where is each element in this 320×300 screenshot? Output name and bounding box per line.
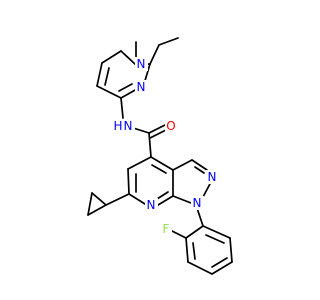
bond (187, 261, 213, 275)
bond (101, 50, 122, 64)
atom-label: N (208, 170, 217, 184)
bond (192, 242, 196, 260)
bond (150, 156, 174, 171)
bond (157, 195, 174, 206)
atom-f: F (160, 222, 172, 236)
bond (120, 88, 138, 99)
bond (104, 67, 110, 86)
bond (229, 237, 233, 263)
atom-label: F (163, 222, 170, 236)
bond (96, 62, 103, 87)
atom-label: O (166, 119, 175, 133)
bond (120, 50, 137, 66)
atom-n-pyrazole-2: N (135, 80, 148, 94)
bond (172, 195, 192, 204)
bond (128, 193, 146, 205)
bond (148, 132, 152, 158)
bond (127, 168, 130, 195)
atom-o-carbonyl: O (165, 119, 178, 133)
bond (185, 225, 204, 239)
bond (202, 181, 212, 198)
bond (185, 237, 189, 263)
atom-label: N (137, 80, 146, 94)
bond (171, 230, 187, 239)
bond (211, 261, 233, 275)
atom-label: N (124, 119, 133, 133)
bond (211, 257, 228, 268)
bond (148, 123, 168, 134)
bond (91, 192, 107, 206)
atom-nh-amide: H N (111, 119, 135, 133)
atom-label: N (137, 57, 146, 71)
bond (127, 156, 152, 170)
atom-n-pyrazole-1: N (135, 57, 148, 71)
bond (196, 207, 204, 227)
atom-label: N (147, 198, 156, 212)
atom-label: N (193, 196, 202, 210)
bond (194, 166, 205, 174)
atom-label: H (113, 119, 122, 133)
bonds-layer (87, 37, 233, 275)
bond (149, 44, 160, 65)
bond (172, 159, 193, 171)
bond (87, 204, 107, 216)
bond (202, 225, 231, 239)
atom-labels-layer: N N H N O N N N F (111, 57, 219, 236)
bond (151, 164, 167, 174)
bond (120, 97, 124, 119)
bond (158, 37, 179, 46)
bond (105, 193, 130, 206)
atom-n-pyridine: N (145, 198, 158, 212)
atom-n-pyrazolo-1: N (191, 196, 204, 210)
bond (205, 234, 225, 244)
bond (191, 159, 208, 171)
bond (87, 192, 93, 216)
bond (156, 191, 169, 200)
molecule-structure: N N H N O N N N F (87, 37, 233, 275)
bond (96, 85, 122, 99)
bond (118, 83, 133, 92)
atom-n-pyrazolo-2: N (206, 170, 219, 184)
